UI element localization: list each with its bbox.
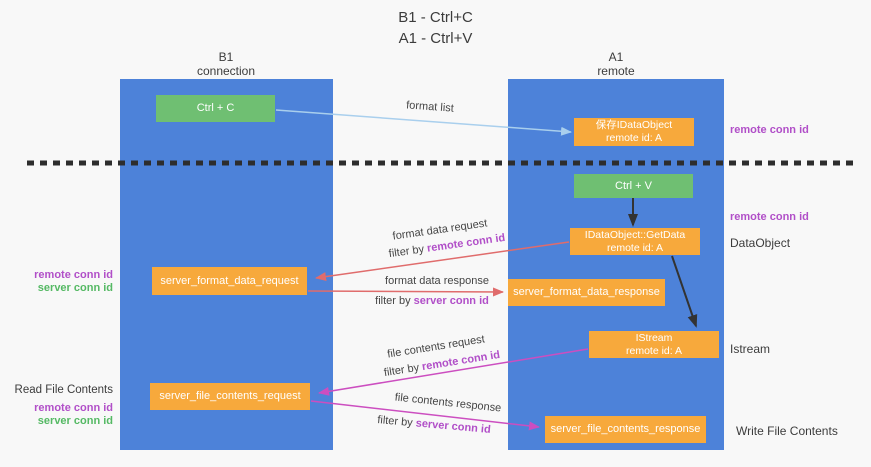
node-saved-idataobject-line2: remote id: A	[605, 132, 663, 144]
node-server-file-contents-response-label: server_file_contents_response	[550, 423, 701, 435]
node-istream-line2: remote id: A	[625, 344, 683, 357]
filter-by-text: filter by	[388, 243, 425, 261]
node-server-format-data-request: server_format_data_request	[152, 267, 307, 295]
title-line-1: B1 - Ctrl+C	[398, 9, 473, 26]
node-ctrl-v-label: Ctrl + V	[615, 179, 652, 192]
lane-b1-subtitle: connection	[196, 64, 256, 78]
node-saved-idataobject: 保存IDataObject remote id: A	[574, 118, 694, 146]
filter-by-text: filter by	[375, 295, 411, 307]
lane-header-b1: B1 connection	[166, 50, 286, 78]
server-conn-id-emph-1: server conn id	[413, 295, 489, 307]
node-server-format-data-response: server_format_data_response	[508, 279, 665, 306]
server-conn-id-emph-2: server conn id	[415, 417, 492, 436]
node-idataobject-getdata: IDataObject::GetData remote id: A	[570, 228, 700, 255]
title-line-2: A1 - Ctrl+V	[398, 30, 473, 47]
label-remote-conn-id-left-bottom: remote conn id	[34, 402, 113, 414]
node-saved-idataobject-line1: 保存IDataObject	[595, 119, 673, 131]
label-remote-conn-id-mid-right: remote conn id	[730, 211, 809, 223]
node-server-format-data-request-label: server_format_data_request	[160, 274, 299, 287]
edge-label-format-data-response: format data response	[385, 275, 489, 287]
node-ctrl-v: Ctrl + V	[574, 174, 693, 198]
lane-a1-subtitle: remote	[597, 64, 635, 78]
node-ctrl-c: Ctrl + C	[156, 95, 275, 122]
lane-header-a1: A1 remote	[556, 50, 676, 78]
filter-by-text: filter by	[383, 361, 421, 380]
label-read-file-contents: Read File Contents	[14, 384, 113, 396]
node-getdata-line2: remote id: A	[606, 241, 664, 254]
node-server-file-contents-response: server_file_contents_response	[545, 416, 706, 443]
node-getdata-line1: IDataObject::GetData	[584, 228, 686, 241]
label-remote-conn-id-top-right: remote conn id	[730, 124, 809, 136]
node-server-format-data-response-label: server_format_data_response	[513, 286, 660, 298]
edge-label-filter-server-1: filter by server conn id	[375, 295, 489, 307]
node-server-file-contents-request-label: server_file_contents_request	[159, 390, 301, 402]
label-dataobject: DataObject	[730, 236, 791, 250]
edge-label-filter-server-2: filter by server conn id	[377, 414, 491, 436]
label-remote-conn-id-left-top: remote conn id	[34, 269, 113, 281]
label-istream: Istream	[730, 342, 771, 356]
filter-by-text: filter by	[376, 414, 414, 430]
node-server-file-contents-request: server_file_contents_request	[150, 383, 310, 410]
diagram-title: B1 - Ctrl+C A1 - Ctrl+V	[0, 7, 871, 49]
node-istream-line1: IStream	[635, 331, 673, 344]
node-ctrl-c-label: Ctrl + C	[196, 102, 235, 114]
lane-b1-title: B1	[218, 50, 234, 64]
lane-a1-title: A1	[608, 50, 624, 64]
node-istream: IStream remote id: A	[589, 331, 719, 358]
edge-label-format-list: format list	[405, 99, 455, 115]
label-server-conn-id-left-bottom: server conn id	[37, 415, 113, 427]
label-write-file-contents: Write File Contents	[736, 424, 838, 438]
edge-label-file-contents-response: file contents response	[394, 391, 502, 415]
arrow-format-data-response	[307, 287, 504, 297]
label-server-conn-id-left-top: server conn id	[37, 282, 113, 294]
